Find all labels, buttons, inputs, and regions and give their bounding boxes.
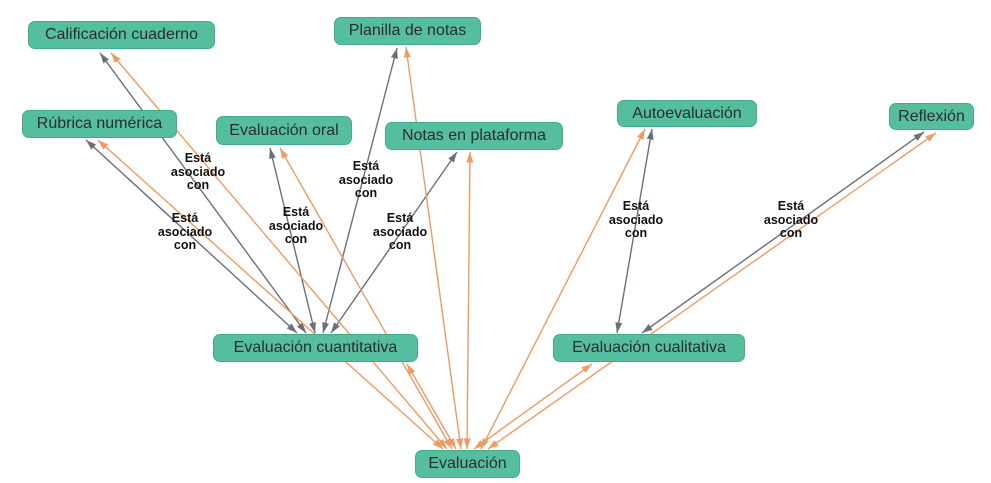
edge-evaluacion-planilla-de-notas[interactable] bbox=[403, 46, 464, 450]
node-calificacion-cuaderno[interactable]: Calificación cuaderno bbox=[28, 21, 215, 49]
node-evaluacion-cualitativa[interactable]: Evaluación cualitativa bbox=[553, 334, 745, 362]
node-reflexion[interactable]: Reflexión bbox=[889, 103, 974, 130]
node-rubrica-numerica[interactable]: Rúbrica numérica bbox=[22, 110, 177, 138]
edge-evaluacion-autoevaluacion[interactable] bbox=[480, 128, 646, 450]
edge-evaluacion-reflexion[interactable] bbox=[487, 132, 937, 450]
node-notas-en-plataforma[interactable]: Notas en plataforma bbox=[385, 122, 563, 150]
edge-evaluacion-notas-en-plataforma[interactable] bbox=[463, 151, 474, 450]
node-evaluacion-oral[interactable]: Evaluación oral bbox=[216, 116, 352, 145]
edge-evaluacion-evaluacion-cualitativa[interactable] bbox=[473, 363, 593, 450]
node-evaluacion-cuantitativa[interactable]: Evaluación cuantitativa bbox=[213, 334, 418, 362]
edge-evaluacion-evaluacion-cuantitativa[interactable] bbox=[406, 363, 457, 450]
node-evaluacion[interactable]: Evaluación bbox=[415, 450, 520, 478]
node-planilla-de-notas[interactable]: Planilla de notas bbox=[334, 17, 481, 45]
edge-evaluacion-cuantitativa-calificacion-cuaderno[interactable] bbox=[99, 52, 307, 334]
node-autoevaluacion[interactable]: Autoevaluación bbox=[617, 100, 757, 127]
